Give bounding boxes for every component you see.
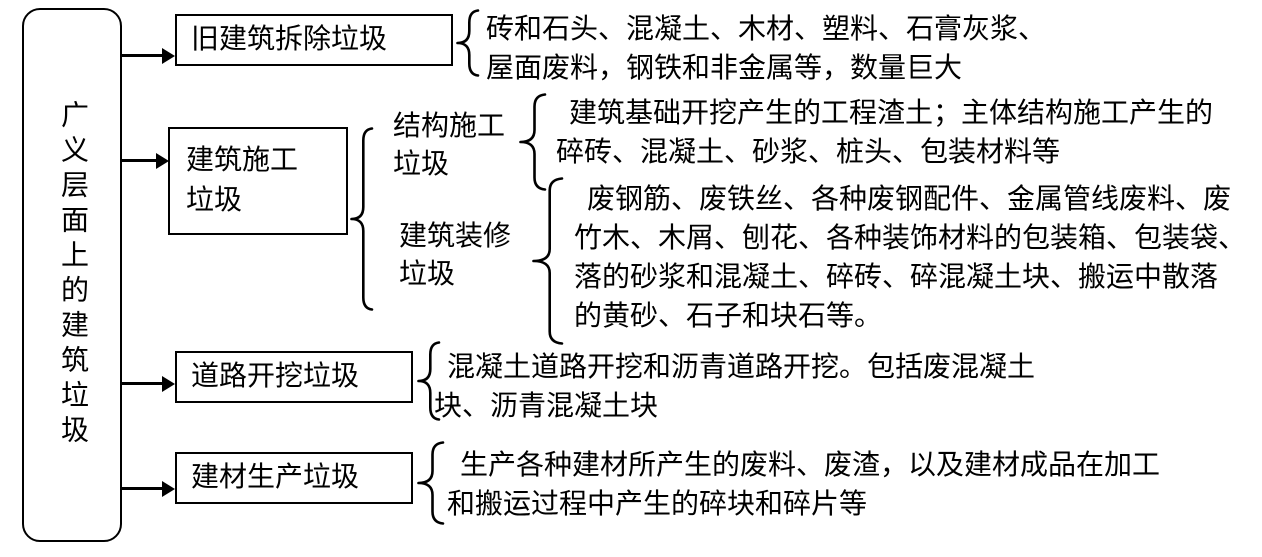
sublabel-decoration-waste: 建筑装修 垃圾 xyxy=(399,218,511,294)
demolition-description-line: 砖和石头、混凝土、木材、塑料、石膏灰浆、 xyxy=(486,14,1047,45)
decoration-description-line: 的黄砂、石子和块石等。 xyxy=(574,301,883,332)
production-description-line: 生产各种建材所产生的废料、废渣，以及建材成品在加工 xyxy=(460,450,1161,481)
decoration-description-line: 竹木、木屑、刨花、各种装饰材料的包装箱、包装袋、 xyxy=(574,223,1247,254)
structural-description-line: 建筑基础开挖产生的工程渣土；主体结构施工产生的 xyxy=(569,98,1214,129)
node-road-excavation-label: 道路开挖垃圾 xyxy=(191,361,360,392)
production-description-line: 和搬运过程中产生的碎块和碎片等 xyxy=(447,489,868,520)
root-node-label: 广义层面上的建筑垃圾 xyxy=(57,100,88,450)
demolition-description-line: 屋面废料，钢铁和非金属等，数量巨大 xyxy=(486,53,963,84)
sublabel-structural-construction-waste: 结构施工 垃圾 xyxy=(393,108,505,184)
sublabel-decoration-line2: 垃圾 xyxy=(399,259,456,290)
arrow-to-demolition-waste xyxy=(122,54,162,57)
node-material-production-waste: 建材生产垃圾 xyxy=(175,452,413,504)
brace-demolition xyxy=(455,8,481,78)
road-description-line: 块、沥青混凝土块 xyxy=(434,391,659,422)
structural-description-line: 碎砖、混凝土、砂浆、桩头、包装材料等 xyxy=(556,137,1061,168)
arrow-to-road-excavation-waste xyxy=(122,382,162,385)
road-description: 混凝土道路开挖和沥青道路开挖。包括废混凝土 块、沥青混凝土块 xyxy=(434,348,1035,426)
brace-production xyxy=(416,440,446,526)
sublabel-decoration-line1: 建筑装修 xyxy=(399,221,512,252)
structural-description: 建筑基础开挖产生的工程渣土；主体结构施工产生的 碎砖、混凝土、砂浆、桩头、包装材… xyxy=(556,94,1213,172)
brace-structural xyxy=(518,92,548,192)
node-demolition-waste: 旧建筑拆除垃圾 xyxy=(175,14,453,66)
arrow-to-material-production-waste xyxy=(122,487,162,490)
production-description: 生产各种建材所产生的废料、废渣，以及建材成品在加工 和搬运过程中产生的碎块和碎片… xyxy=(447,446,1160,524)
decoration-description-line: 废钢筋、废铁丝、各种废钢配件、金属管线废料、废 xyxy=(587,184,1232,215)
node-construction-waste: 建筑施工 垃圾 xyxy=(168,127,348,235)
node-demolition-waste-label: 旧建筑拆除垃圾 xyxy=(191,24,388,55)
node-construction-waste-label-line2: 垃圾 xyxy=(186,185,243,216)
node-construction-waste-label-line1: 建筑施工 xyxy=(186,145,299,176)
demolition-description: 砖和石头、混凝土、木材、塑料、石膏灰浆、 屋面废料，钢铁和非金属等，数量巨大 xyxy=(486,10,1046,88)
sublabel-structural-line1: 结构施工 xyxy=(393,111,506,142)
node-material-production-label: 建材生产垃圾 xyxy=(191,462,360,493)
decoration-description: 废钢筋、废铁丝、各种废钢配件、金属管线废料、废 竹木、木屑、刨花、各种装饰材料的… xyxy=(574,180,1246,336)
arrow-to-construction-waste xyxy=(122,159,156,162)
brace-decoration xyxy=(531,176,565,346)
root-node-broad-construction-waste: 广义层面上的建筑垃圾 xyxy=(22,8,122,542)
brace-construction-split xyxy=(349,126,375,312)
road-description-line: 混凝土道路开挖和沥青道路开挖。包括废混凝土 xyxy=(447,352,1036,383)
brace-road xyxy=(416,340,442,422)
sublabel-structural-line2: 垃圾 xyxy=(393,149,450,180)
decoration-description-line: 落的砂浆和混凝土、碎砖、碎混凝土块、搬运中散落 xyxy=(574,262,1219,293)
node-road-excavation-waste: 道路开挖垃圾 xyxy=(175,351,413,403)
